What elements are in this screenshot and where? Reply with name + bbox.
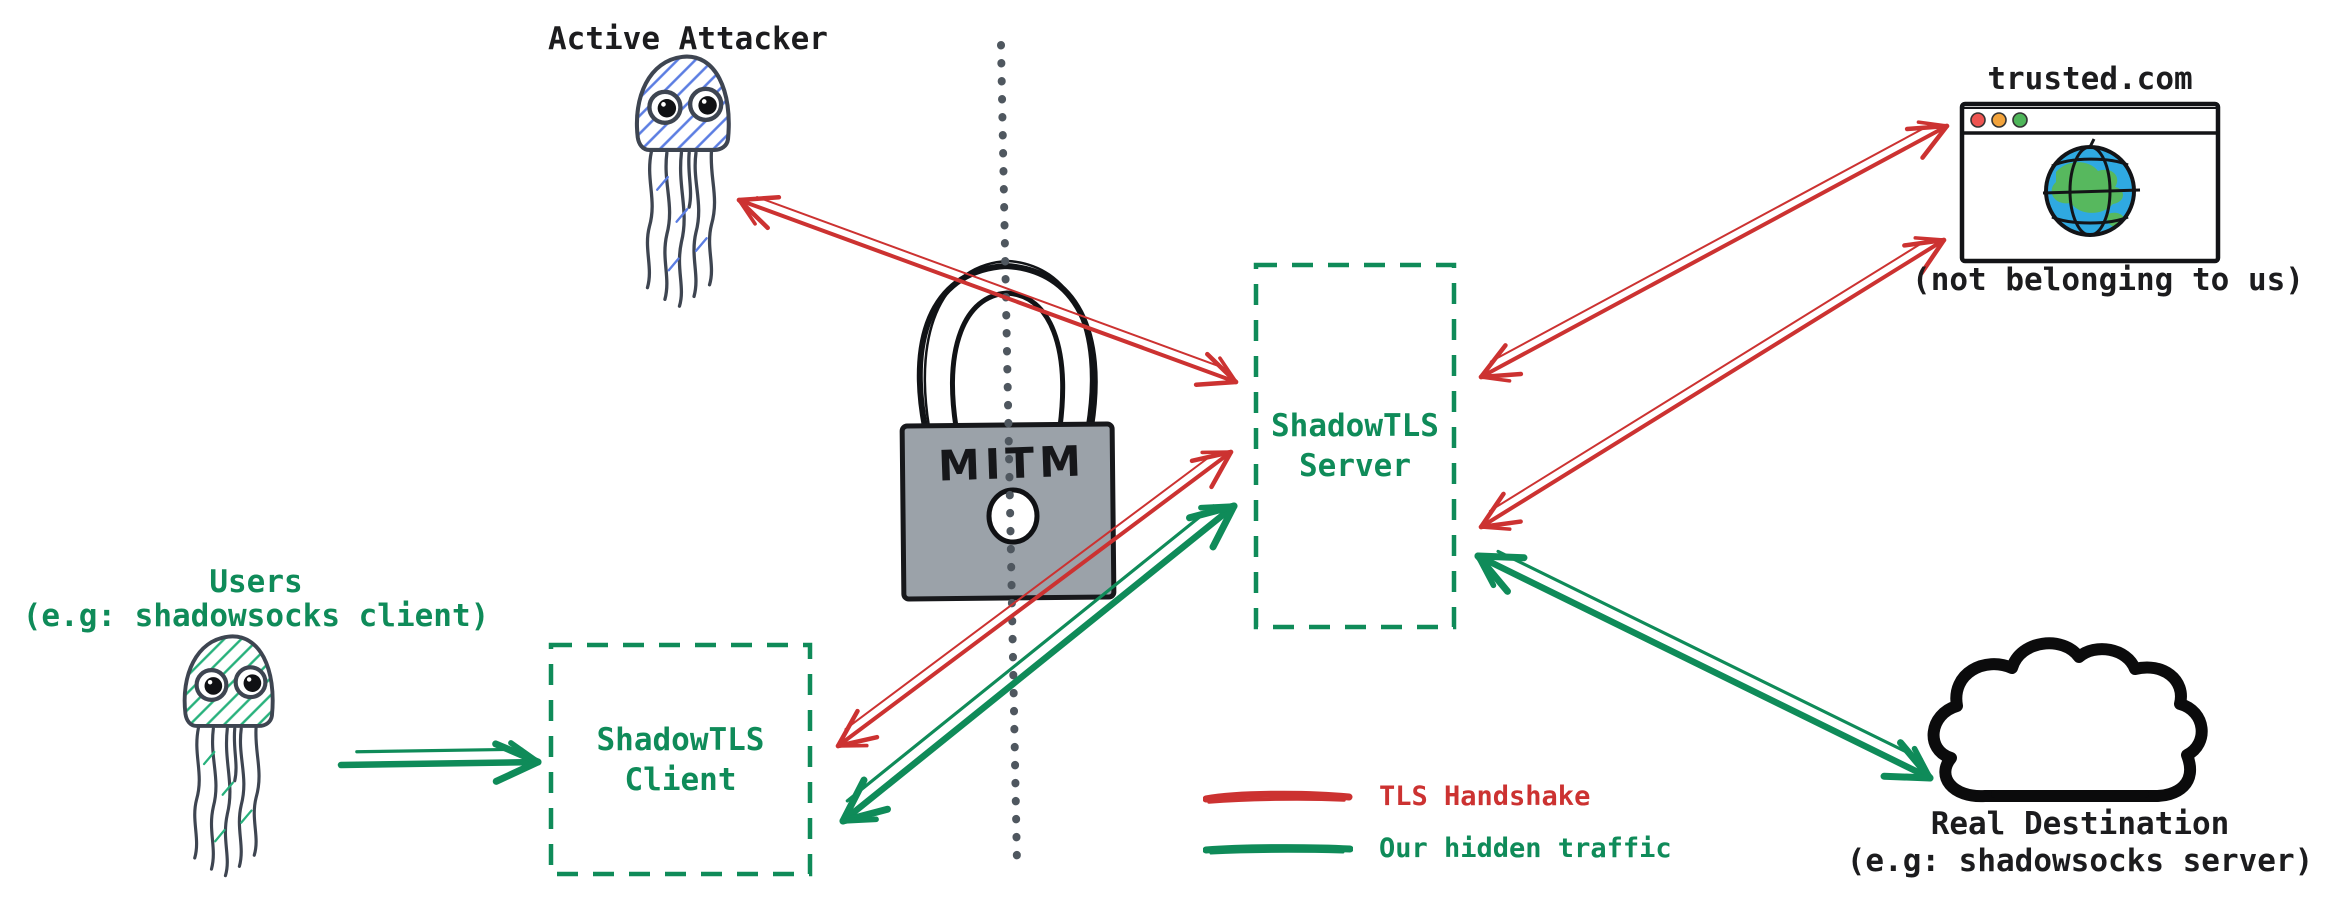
- legend-label-hidden-traffic: Our hidden traffic: [1379, 833, 1672, 864]
- hidden-traffic-line-swatch: [1203, 843, 1353, 854]
- users-label-line2: (e.g: shadowsocks client): [22, 598, 490, 634]
- cloud-icon: [1927, 637, 2208, 803]
- not-belonging-to-us-label: (not belonging to us): [1912, 262, 2304, 298]
- shadowtls-client-box: ShadowTLS Client: [548, 642, 813, 877]
- server-label-line2: Server: [1299, 448, 1411, 484]
- tls-handshake-line-swatch: [1203, 790, 1353, 804]
- arrow-client-server-hidden: [839, 502, 1238, 825]
- arrow-server-trusted-tls-lower: [1478, 236, 1947, 531]
- real-destination-label: Real Destination (e.g: shadowsocks serve…: [1847, 806, 2314, 880]
- mitm-divider-dotted-line: [997, 41, 1021, 868]
- mitm-label: MITM: [937, 436, 1087, 491]
- users-label: Users (e.g: shadowsocks client): [23, 565, 490, 633]
- arrow-users-client: [337, 740, 542, 785]
- real-destination-line2: (e.g: shadowsocks server): [1846, 843, 2314, 879]
- client-label-line2: Client: [624, 761, 737, 798]
- real-destination-line1: Real Destination: [1930, 806, 2230, 842]
- arrow-server-trusted-tls-upper: [1478, 120, 1950, 383]
- users-label-line1: Users: [209, 564, 303, 600]
- active-attacker-label: Active Attacker: [548, 21, 828, 57]
- browser-dot-red: [1970, 112, 1986, 128]
- client-label-line1: ShadowTLS: [596, 721, 765, 758]
- browser-dot-green: [2012, 112, 2028, 128]
- browser-dot-yellow: [1991, 112, 2007, 128]
- arrow-attacker-server-tls: [736, 195, 1239, 387]
- server-label-line1: ShadowTLS: [1271, 408, 1439, 444]
- legend-row-hidden-traffic: Our hidden traffic: [1203, 828, 1672, 869]
- shadowtls-server-label: ShadowTLS Server: [1271, 406, 1439, 486]
- globe-icon: [2042, 138, 2141, 237]
- browser-window-icon: [1959, 101, 2221, 264]
- legend-row-tls-handshake: TLS Handshake: [1203, 776, 1672, 817]
- legend-label-tls-handshake: TLS Handshake: [1379, 781, 1591, 812]
- legend: TLS Handshake Our hidden traffic: [1203, 776, 1672, 869]
- arrow-server-realdest-hidden: [1474, 549, 1934, 782]
- attacker-tentacle-hatch: [655, 175, 708, 272]
- arrow-client-server-tls: [835, 449, 1234, 749]
- users-tentacle-hatch: [202, 750, 253, 843]
- shadowtls-server-box: ShadowTLS Server: [1253, 262, 1457, 630]
- shadowtls-client-label: ShadowTLS Client: [597, 720, 765, 800]
- trusted-com-label: trusted.com: [1987, 61, 2193, 97]
